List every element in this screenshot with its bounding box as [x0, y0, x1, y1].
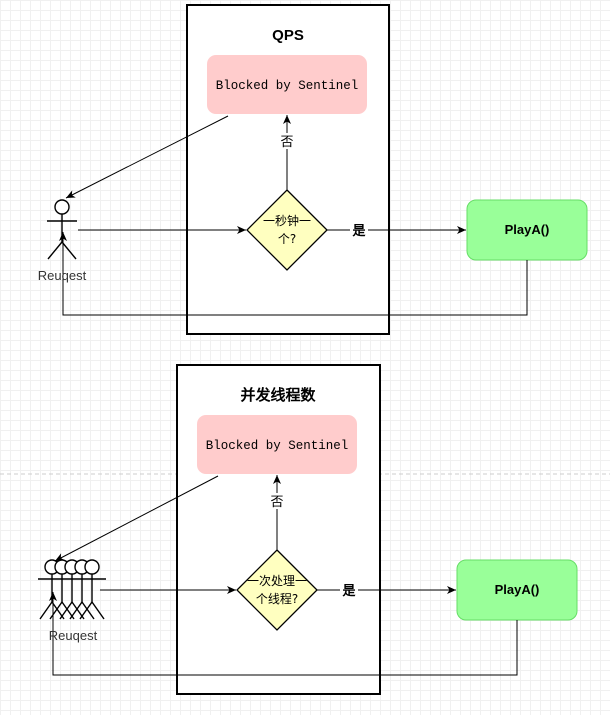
qps-decision-text-line2: 个?	[278, 232, 296, 246]
thread-no-label: 否	[270, 494, 283, 509]
qps-actor-icon[interactable]	[47, 199, 77, 260]
thread-no-label-bg	[269, 493, 285, 509]
qps-container[interactable]	[186, 4, 390, 335]
thread-decision-node[interactable]	[236, 549, 318, 631]
qps-flow: QPS Blocked by Sentinel 一秒钟一 个? 否 是 Play…	[38, 4, 588, 335]
thread-decision-text-line2: 个线程?	[256, 591, 298, 606]
thread-blocked-text: Blocked by Sentinel	[206, 439, 349, 453]
qps-blocked-node[interactable]	[207, 55, 367, 114]
qps-decision-text-line1: 一秒钟一	[263, 213, 311, 228]
qps-actor-label: Reuqest	[38, 268, 87, 283]
qps-action-text: PlayA()	[505, 222, 550, 237]
qps-decision-node[interactable]	[246, 189, 328, 271]
thread-action-text: PlayA()	[495, 582, 540, 597]
thread-yes-label-bg	[340, 582, 358, 598]
qps-title: QPS	[272, 27, 304, 44]
qps-no-label-bg	[279, 133, 295, 149]
thread-flow: 并发线程数 Blocked by Sentinel 一次处理一 个线程? 否 是…	[38, 364, 578, 695]
qps-yes-label: 是	[351, 223, 366, 238]
qps-no-label: 否	[280, 134, 293, 149]
qps-blocked-return-edge	[65, 115, 229, 199]
qps-blocked-text: Blocked by Sentinel	[216, 79, 359, 93]
qps-loop-edge	[59, 232, 528, 316]
thread-title: 并发线程数	[240, 386, 316, 404]
thread-yes-label: 是	[341, 583, 356, 598]
thread-actors-icon[interactable]	[38, 559, 106, 620]
thread-actor-label: Reuqest	[49, 628, 98, 643]
thread-container[interactable]	[176, 364, 381, 695]
thread-blocked-return-edge	[54, 475, 219, 562]
thread-loop-edge	[49, 592, 518, 676]
thread-decision-text-line1: 一次处理一	[247, 574, 307, 588]
qps-yes-label-bg	[350, 222, 368, 238]
thread-blocked-node[interactable]	[197, 415, 357, 474]
